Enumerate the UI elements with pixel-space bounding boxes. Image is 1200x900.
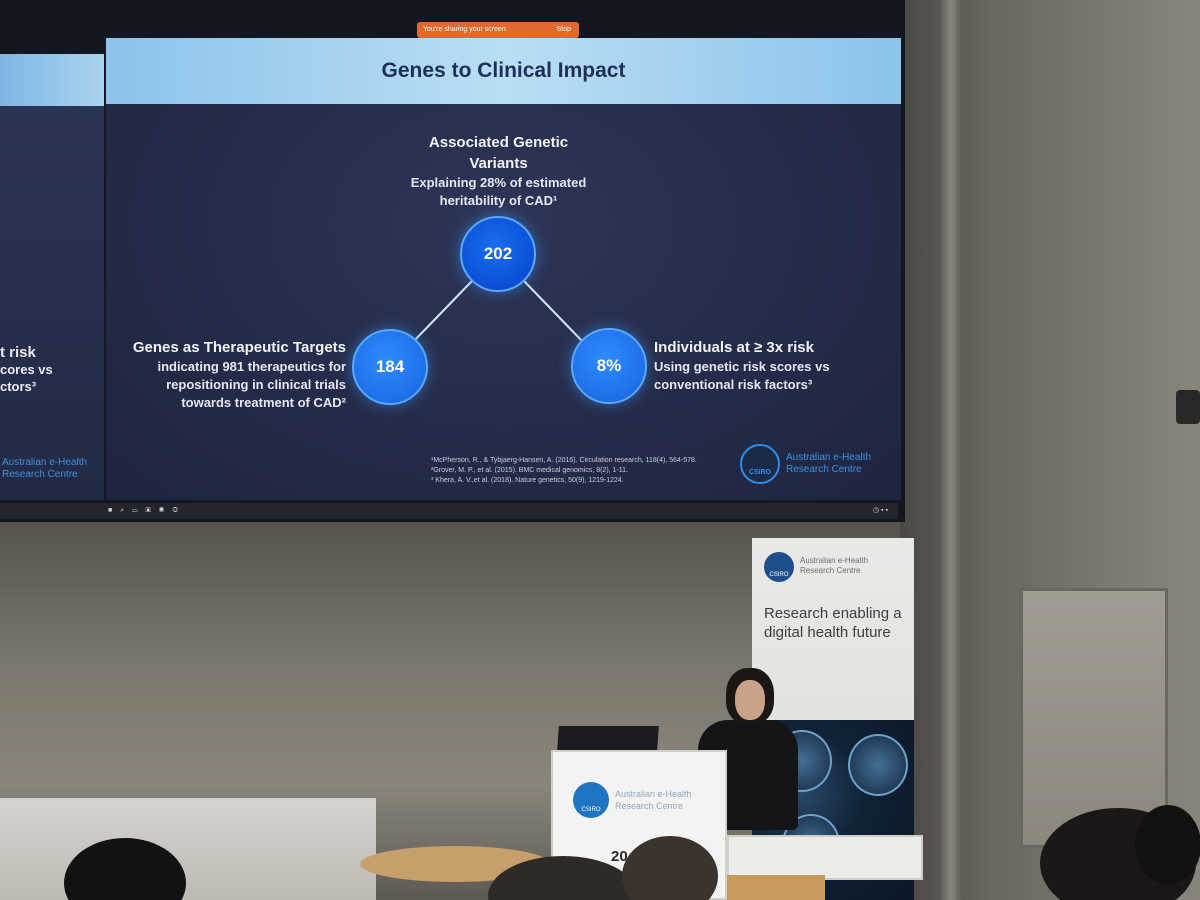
projection-screen: You're sharing your screen Stop t risk c… bbox=[0, 0, 905, 522]
slide-org: Australian e-Health Research Centre bbox=[786, 452, 871, 476]
reference-3: ³ Khera, A. V.,et al. (2018). Nature gen… bbox=[431, 477, 624, 484]
previous-slide-org-line-1: Australian e-Health bbox=[2, 457, 88, 468]
left-sub-line-1: indicating 981 therapeutics for bbox=[157, 359, 346, 374]
podium-org-line-2: Research Centre bbox=[615, 801, 684, 811]
previous-slide: t risk cores vs ctors³ Australian e-Heal… bbox=[0, 54, 104, 500]
top-node-text: Associated Genetic Variants Explaining 2… bbox=[386, 132, 611, 210]
top-heading-line-2: Variants bbox=[469, 155, 528, 172]
previous-slide-org: Australian e-Health Research Centre bbox=[2, 457, 87, 481]
previous-slide-fragment-2: cores vs bbox=[0, 362, 53, 377]
audience-head bbox=[622, 836, 718, 900]
reference-1: ¹McPherson, R., & Tybjaerg-Hansen, A. (2… bbox=[431, 457, 697, 464]
presenter-face bbox=[735, 680, 765, 720]
left-heading: Genes as Therapeutic Targets bbox=[132, 339, 346, 356]
slide-header: Genes to Clinical Impact bbox=[106, 38, 901, 104]
stop-sharing-button[interactable]: Stop bbox=[556, 26, 571, 33]
podium-csiro-logo: CSIRO bbox=[573, 782, 609, 818]
wall-camera bbox=[1176, 390, 1200, 424]
node-individuals-at-risk: 8% bbox=[571, 328, 647, 404]
right-sub-line-1: Using genetic risk scores vs bbox=[654, 359, 830, 374]
brain-scan-2 bbox=[848, 734, 908, 796]
banner-org: Australian e-Health Research Centre bbox=[800, 556, 900, 576]
current-slide: Genes to Clinical Impact Associated Gene… bbox=[106, 38, 901, 500]
previous-slide-org-line-2: Research Centre bbox=[2, 469, 78, 480]
taskbar-clock-icon[interactable]: ◷ ▪ ▪ bbox=[873, 507, 888, 514]
previous-slide-header bbox=[0, 54, 104, 106]
taskbar: ■⌕▭▣◉◎ ◷ ▪ ▪ bbox=[0, 503, 898, 519]
right-node-text: Individuals at ≥ 3x risk Using genetic r… bbox=[654, 338, 884, 394]
connector-lines bbox=[411, 280, 585, 344]
podium-org-line-1: Australian e-Health bbox=[615, 789, 692, 799]
banner-org-line-2: Research Centre bbox=[800, 566, 861, 575]
references: ¹McPherson, R., & Tybjaerg-Hansen, A. (2… bbox=[431, 456, 741, 486]
taskbar-app-icons[interactable]: ■⌕▭▣◉◎ bbox=[108, 507, 186, 514]
connector-right bbox=[523, 280, 585, 344]
previous-slide-text: t risk cores vs ctors³ bbox=[0, 344, 53, 395]
right-heading: Individuals at ≥ 3x risk bbox=[654, 339, 814, 356]
reference-2: ²Grover, M. P., et al. (2015). BMC medic… bbox=[431, 467, 628, 474]
slide-org-line-2: Research Centre bbox=[786, 464, 862, 475]
door bbox=[1020, 588, 1168, 848]
left-sub-line-3: towards treatment of CAD² bbox=[181, 395, 346, 410]
banner-csiro-logo: CSIRO bbox=[764, 552, 794, 582]
podium-year: 20 bbox=[611, 848, 628, 865]
top-sub-line-2: heritability of CAD¹ bbox=[439, 193, 558, 208]
connector-left bbox=[411, 280, 473, 344]
screen-share-message: You're sharing your screen bbox=[423, 26, 506, 33]
node-genetic-variants: 202 bbox=[460, 216, 536, 292]
screen-share-bar: You're sharing your screen Stop bbox=[417, 22, 579, 38]
pillar bbox=[940, 0, 962, 900]
top-heading-line-1: Associated Genetic bbox=[428, 134, 569, 151]
node-therapeutic-targets: 184 bbox=[352, 329, 428, 405]
audience-head bbox=[1135, 805, 1200, 885]
csiro-logo: CSIRO bbox=[740, 444, 780, 484]
top-sub-line-1: Explaining 28% of estimated bbox=[410, 175, 587, 190]
podium-org: Australian e-Health Research Centre bbox=[615, 788, 725, 812]
banner-org-line-1: Australian e-Health bbox=[800, 556, 869, 565]
previous-slide-fragment-1: t risk bbox=[0, 344, 36, 361]
side-desk bbox=[727, 835, 923, 880]
laptop bbox=[557, 726, 659, 750]
right-sub-line-2: conventional risk factors³ bbox=[654, 377, 813, 392]
desk-base bbox=[727, 875, 825, 900]
previous-slide-fragment-3: ctors³ bbox=[0, 379, 37, 394]
slide-title: Genes to Clinical Impact bbox=[381, 59, 626, 82]
slide-org-line-1: Australian e-Health bbox=[786, 452, 872, 463]
left-node-text: Genes as Therapeutic Targets indicating … bbox=[106, 338, 346, 412]
banner-tagline: Research enabling a digital health futur… bbox=[764, 605, 902, 641]
left-sub-line-2: repositioning in clinical trials bbox=[166, 377, 346, 392]
draped-table bbox=[0, 798, 376, 900]
